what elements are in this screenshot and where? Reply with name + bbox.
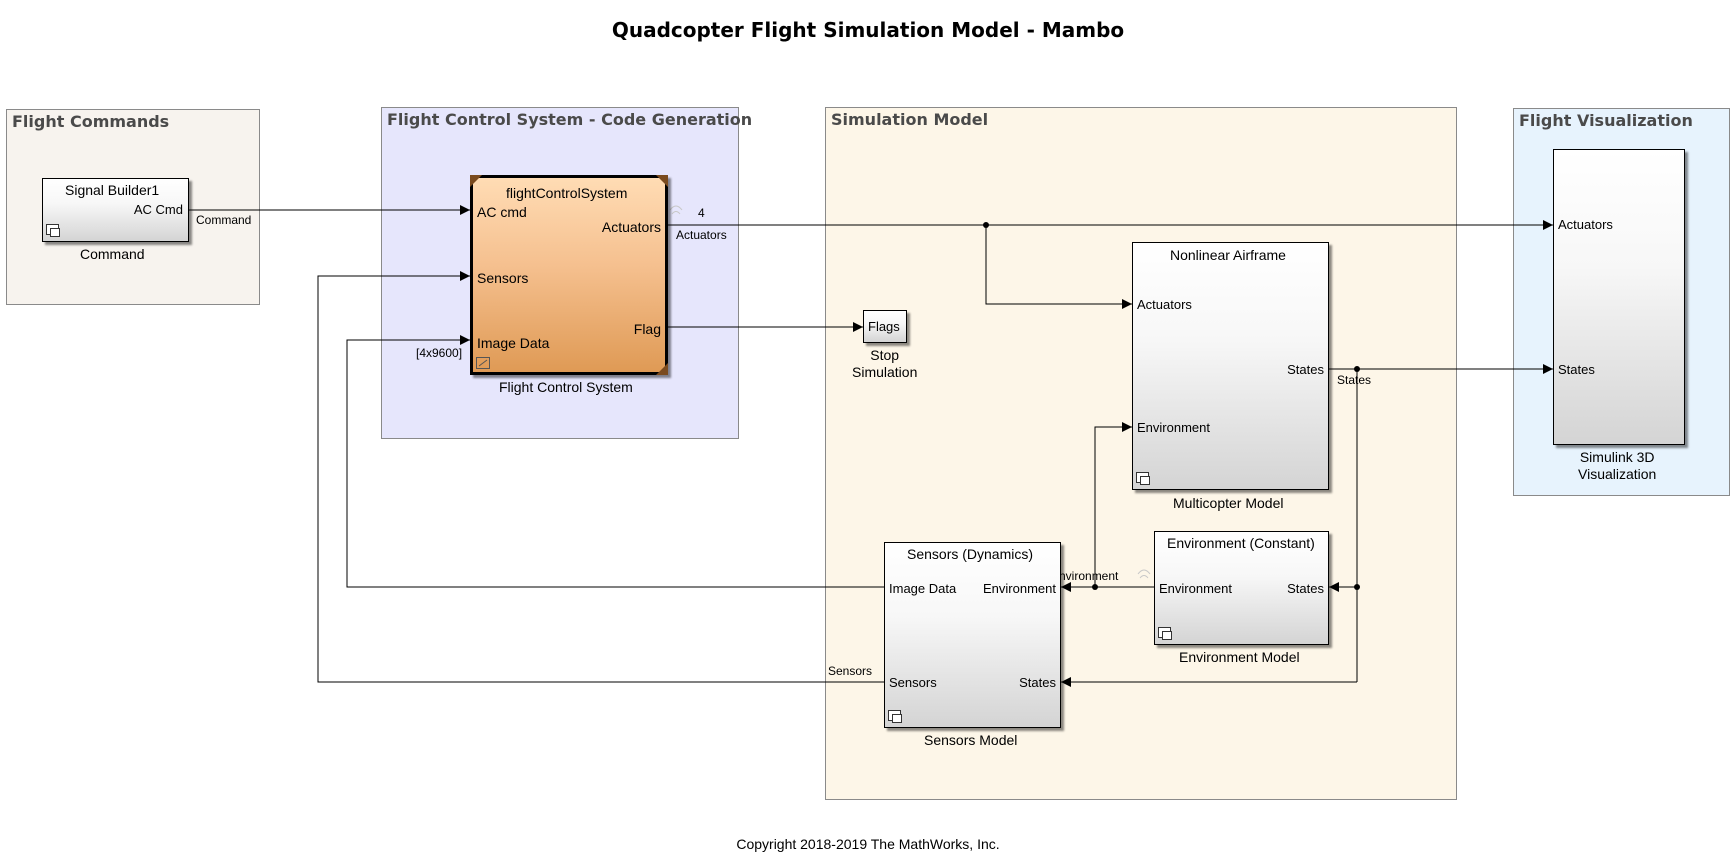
area-title: Flight Commands — [12, 112, 170, 131]
wire-environment-to-airframe — [1094, 422, 1132, 587]
wire-actuators-to-airframe — [985, 225, 1132, 309]
block-name: Flags — [868, 319, 900, 334]
signal-label-states[interactable]: States — [1337, 373, 1372, 387]
branch-point — [1092, 584, 1098, 590]
block-name: Signal Builder1 — [65, 182, 160, 198]
signal-dimension-label: [4x9600] — [416, 346, 463, 360]
port-label-ac-cmd: AC Cmd — [133, 202, 183, 217]
block-caption-simulink-3d-visualization: Simulink 3D Visualization — [1578, 449, 1656, 483]
nonlinear-airframe-block[interactable]: Nonlinear Airframe Actuators Environment… — [1132, 242, 1329, 490]
port-label-image-data: Image Data — [477, 335, 550, 351]
port-label-actuators: Actuators — [1558, 217, 1613, 232]
block-caption-flight-control-system: Flight Control System — [499, 379, 633, 395]
block-caption-stop-simulation: Stop Simulation — [852, 347, 917, 381]
port-label-states: States — [1019, 675, 1056, 690]
signal-label-environment[interactable]: Environment — [1051, 569, 1119, 583]
wire-sensors — [317, 271, 884, 683]
block-caption-multicopter-model: Multicopter Model — [1173, 495, 1284, 511]
model-reference-icon — [888, 710, 902, 723]
model-reference-icon — [46, 224, 60, 237]
port-label-actuators: Actuators — [1137, 297, 1192, 312]
block-caption-sensors-model: Sensors Model — [924, 732, 1018, 748]
port-label-environment: Environment — [1159, 581, 1232, 596]
port-label-states: States — [1287, 362, 1324, 377]
signal-log-icon — [669, 205, 683, 215]
signal-builder-block[interactable]: Signal Builder1 AC Cmd — [42, 178, 189, 242]
signal-label-actuators-width: 4 — [698, 206, 705, 220]
caption-line: Simulink 3D — [1579, 449, 1655, 465]
caption-line: Simulation — [852, 364, 918, 380]
model-reference-icon — [1136, 472, 1150, 485]
area-title: Simulation Model — [831, 110, 989, 129]
caption-line: Visualization — [1578, 466, 1657, 482]
signal-label-sensors[interactable]: Sensors — [828, 664, 873, 678]
branch-point — [983, 222, 989, 228]
model-reference-icon — [1158, 627, 1172, 640]
sensors-block[interactable]: Sensors (Dynamics) Image Data Environmen… — [884, 542, 1061, 728]
block-name: flightControlSystem — [506, 185, 628, 201]
port-label-image-data: Image Data — [889, 581, 957, 596]
port-label-ac-cmd: AC cmd — [477, 204, 527, 220]
block-caption-environment-model: Environment Model — [1179, 649, 1300, 665]
signal-log-icon — [1137, 569, 1151, 579]
signal-label-actuators[interactable]: Actuators — [676, 228, 727, 242]
copyright-notice: Copyright 2018-2019 The MathWorks, Inc. — [736, 836, 1000, 852]
block-name: Nonlinear Airframe — [1170, 247, 1286, 263]
block-caption-command: Command — [80, 246, 145, 262]
port-label-flag: Flag — [633, 321, 661, 337]
port-label-sensors: Sensors — [477, 270, 529, 286]
area-flight-control-system[interactable]: Flight Control System - Code Generation — [381, 107, 752, 439]
block-name: Environment (Constant) — [1167, 535, 1315, 551]
port-label-states: States — [1558, 362, 1595, 377]
code-generation-icon — [476, 357, 490, 369]
simulink-3d-visualization-block[interactable]: Actuators States — [1553, 149, 1685, 445]
caption-line: Stop — [870, 347, 900, 363]
signal-label-command[interactable]: Command — [196, 213, 252, 227]
diagram-title: Quadcopter Flight Simulation Model - Mam… — [611, 18, 1125, 42]
branch-point — [1354, 584, 1360, 590]
environment-block[interactable]: Environment (Constant) Environment State… — [1154, 531, 1329, 645]
branch-point — [1354, 366, 1360, 372]
port-label-states: States — [1287, 581, 1324, 596]
port-label-actuators: Actuators — [601, 219, 661, 235]
flags-block[interactable]: Flags — [863, 310, 907, 343]
wire-image-data — [346, 335, 884, 588]
block-corner-markers — [470, 175, 668, 375]
port-label-sensors: Sensors — [889, 675, 937, 690]
block-name: Sensors (Dynamics) — [907, 546, 1034, 562]
flight-control-system-block[interactable]: flightControlSystem AC cmd Sensors Image… — [470, 175, 668, 375]
port-label-environment: Environment — [983, 581, 1056, 596]
area-title: Flight Control System - Code Generation — [387, 110, 753, 129]
port-label-environment: Environment — [1137, 420, 1210, 435]
area-title: Flight Visualization — [1519, 111, 1693, 130]
